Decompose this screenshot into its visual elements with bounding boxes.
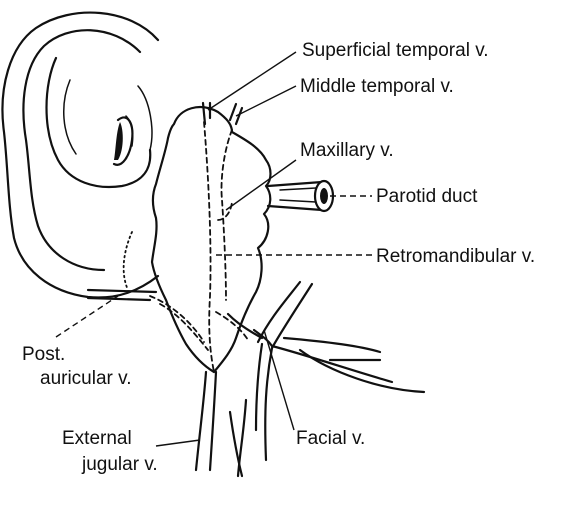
facial-vein-label: Facial v.	[296, 428, 365, 449]
maxillary-vein-label: Maxillary v.	[300, 140, 394, 161]
parotid-duct-tube	[268, 181, 333, 211]
superficial-temporal-vein-label: Superficial temporal v.	[302, 40, 489, 61]
ear-icon	[2, 13, 158, 298]
external-jugular-vein-label-line2: jugular v.	[81, 454, 158, 475]
post-auricular-vein-label-line2: auricular v.	[40, 368, 132, 389]
retromandibular-vein-label: Retromandibular v.	[376, 246, 535, 267]
external-jugular-vein-label-line1: External	[62, 428, 132, 449]
middle-temporal-vein-label: Middle temporal v.	[300, 76, 454, 97]
post-auricular-vein-label-line1: Post.	[22, 344, 65, 365]
parotid-duct-label: Parotid duct	[376, 186, 478, 207]
